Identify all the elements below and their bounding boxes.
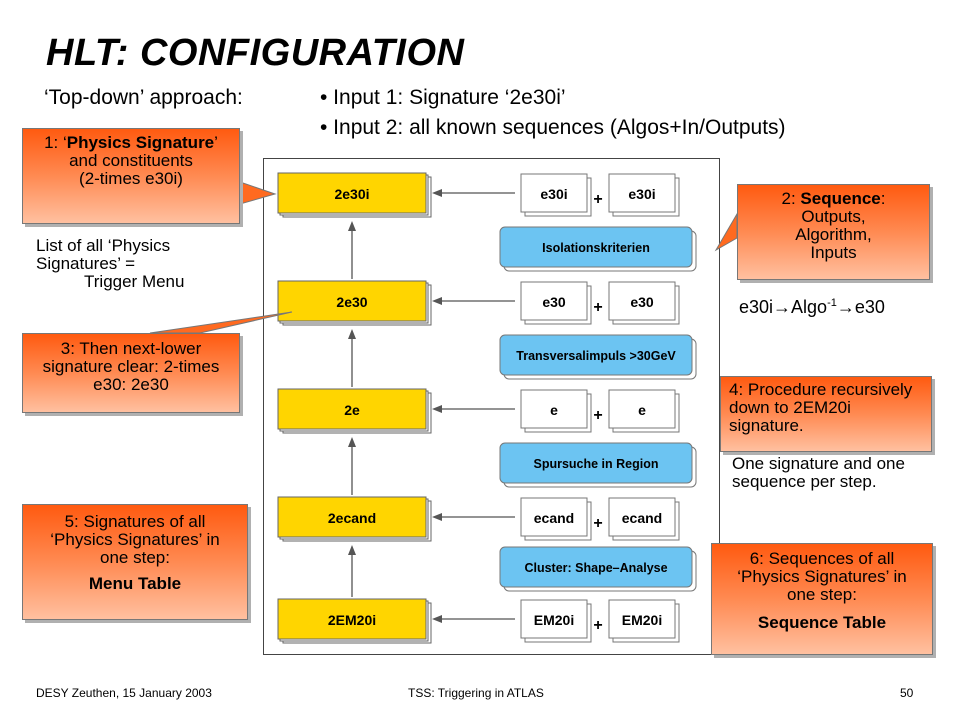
footer-date: DESY Zeuthen, 15 January 2003 bbox=[36, 686, 212, 700]
arrowhead-left-icon bbox=[432, 513, 442, 521]
callout-1-line3: (2-times e30i) bbox=[79, 169, 183, 188]
signature-box bbox=[277, 496, 427, 538]
arrowhead-left-icon bbox=[432, 615, 442, 623]
slide-title: HLT: CONFIGURATION bbox=[46, 32, 465, 74]
element-box bbox=[520, 599, 588, 639]
arrowhead-left-icon bbox=[432, 297, 442, 305]
element-label: EM20i bbox=[534, 612, 574, 628]
element-label: e30 bbox=[630, 294, 654, 310]
callout-2-line1: 2: Sequence: bbox=[781, 189, 886, 208]
callout-sequence: 2: Sequence: Outputs, Algorithm, Inputs bbox=[737, 184, 930, 280]
pointer-callout-1 bbox=[239, 181, 277, 205]
sequence-diagram: 2e30i 2e30 2e 2ecand 2EM20i e30i e30i + e30 e30 + e… bbox=[263, 158, 720, 655]
algorithm-formula: e30i→Algo-1→e30 bbox=[739, 297, 885, 317]
arrow-right-icon: → bbox=[773, 297, 792, 317]
footer-title: TSS: Triggering in ATLAS bbox=[408, 686, 544, 700]
arrow-right-icon: → bbox=[836, 297, 855, 317]
element-label: e bbox=[638, 402, 646, 418]
element-box bbox=[520, 173, 588, 213]
element-label: e30i bbox=[628, 186, 655, 202]
trigger-menu-note: List of all ‘Physics Signatures’ = Trigg… bbox=[36, 236, 185, 291]
algorithm-box bbox=[499, 546, 693, 588]
signature-label: 2ecand bbox=[328, 510, 376, 526]
algorithm-label: Isolationskriterien bbox=[542, 241, 650, 255]
pointer-callout-2 bbox=[714, 212, 738, 252]
signature-label: 2EM20i bbox=[328, 612, 376, 628]
pointer-callout-3 bbox=[149, 311, 293, 334]
menu-table-label: Menu Table bbox=[88, 574, 182, 593]
element-box bbox=[608, 497, 676, 537]
signature-box bbox=[277, 598, 427, 640]
element-box bbox=[520, 281, 588, 321]
algorithm-label: Cluster: Shape–Analyse bbox=[524, 561, 667, 575]
arrowhead-left-icon bbox=[432, 189, 442, 197]
arrowhead-left-icon bbox=[432, 405, 442, 413]
bullet-input-1: • Input 1: Signature ‘2e30i’ bbox=[320, 86, 566, 109]
element-box bbox=[520, 497, 588, 537]
algorithm-box bbox=[499, 334, 693, 376]
plus-sign: + bbox=[593, 299, 602, 316]
signature-label: 2e30 bbox=[336, 294, 367, 310]
callout-1-line2: and constituents bbox=[69, 151, 193, 170]
algorithm-box bbox=[499, 442, 693, 484]
footer-page-number: 50 bbox=[900, 686, 914, 700]
plus-sign: + bbox=[593, 515, 602, 532]
callout-physics-signature: 1: ‘Physics Signature’ and constituents … bbox=[22, 128, 240, 224]
callout-1-line1: 1: ‘Physics Signature’ bbox=[44, 133, 218, 152]
arrowhead-up-icon bbox=[348, 329, 356, 339]
callout-sequence-table: 6: Sequences of all ‘Physics Signatures’… bbox=[711, 543, 933, 655]
element-label: EM20i bbox=[622, 612, 662, 628]
element-box bbox=[608, 599, 676, 639]
element-box bbox=[608, 281, 676, 321]
plus-sign: + bbox=[593, 191, 602, 208]
callout-menu-table: 5: Signatures of all ‘Physics Signatures… bbox=[22, 504, 248, 620]
element-label: e30i bbox=[540, 186, 567, 202]
arrowhead-up-icon bbox=[348, 437, 356, 447]
arrowhead-up-icon bbox=[348, 545, 356, 555]
element-label: ecand bbox=[534, 510, 574, 526]
callout-recursive-procedure: 4: Procedure recursively down to 2EM20i … bbox=[720, 376, 932, 452]
one-signature-note: One signature and one sequence per step. bbox=[732, 454, 905, 491]
diagram-canvas: 2e30i 2e30 2e 2ecand 2EM20i e30i e30i + e30 e30 + e… bbox=[277, 172, 697, 644]
arrowhead-up-icon bbox=[348, 221, 356, 231]
sequence-table-label: Sequence Table bbox=[757, 613, 887, 632]
element-box bbox=[608, 173, 676, 213]
signature-box bbox=[277, 172, 427, 214]
algorithm-label: Transversalimpuls >30GeV bbox=[516, 349, 676, 363]
algorithm-box bbox=[499, 226, 693, 268]
element-box bbox=[608, 389, 676, 429]
element-label: e30 bbox=[542, 294, 566, 310]
signature-label: 2e bbox=[344, 402, 360, 418]
signature-box bbox=[277, 280, 427, 322]
algorithm-label: Spursuche in Region bbox=[533, 457, 658, 471]
plus-sign: + bbox=[593, 407, 602, 424]
bullet-input-2: • Input 2: all known sequences (Algos+In… bbox=[320, 116, 786, 139]
signature-box bbox=[277, 388, 427, 430]
element-label: e bbox=[550, 402, 558, 418]
element-box bbox=[520, 389, 588, 429]
plus-sign: + bbox=[593, 617, 602, 634]
approach-label: ‘Top-down’ approach: bbox=[44, 86, 243, 109]
element-label: ecand bbox=[622, 510, 662, 526]
signature-label: 2e30i bbox=[334, 186, 369, 202]
callout-next-lower-signature: 3: Then next-lower signature clear: 2-ti… bbox=[22, 333, 240, 413]
